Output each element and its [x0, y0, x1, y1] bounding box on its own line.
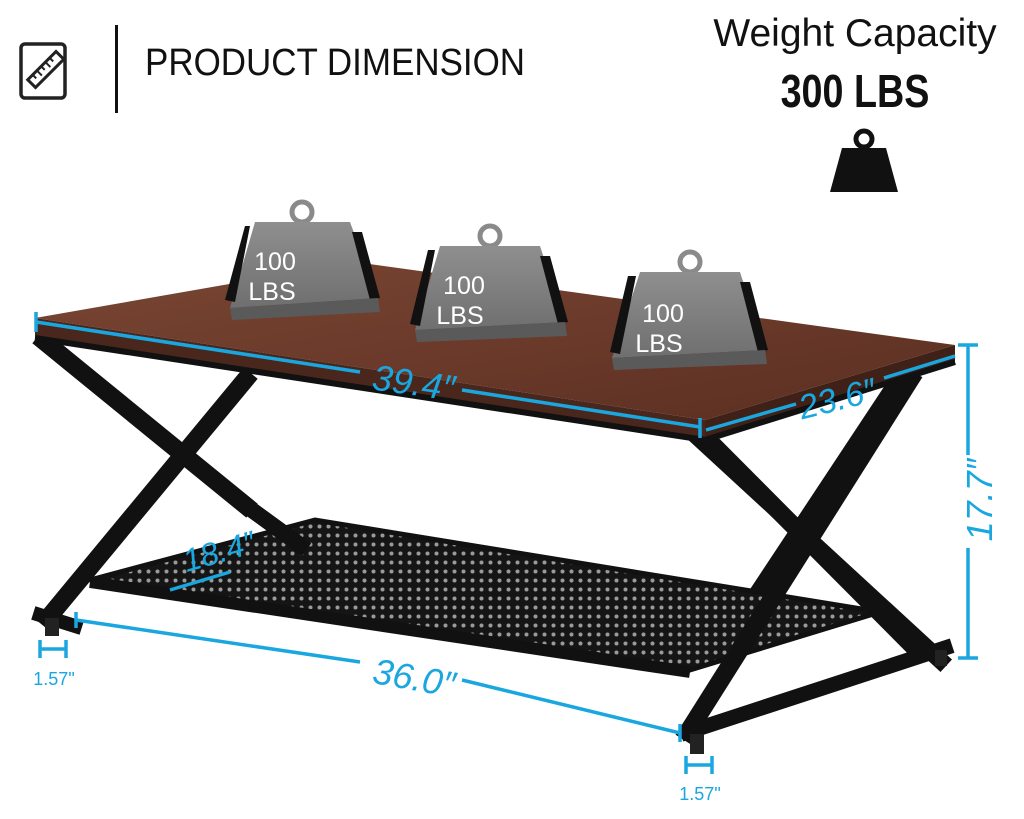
- weight-3: 100 LBS: [610, 249, 768, 370]
- weight-2-unit: LBS: [436, 302, 483, 330]
- dimension-lines: [34, 312, 978, 774]
- weight-2-value: 100: [443, 272, 485, 300]
- dimension-leg-left: 1.57": [33, 669, 74, 689]
- frame-front-right: [675, 367, 955, 745]
- dimension-base-length: 36.0″: [370, 650, 460, 705]
- header-divider: [115, 25, 118, 113]
- weight-3-value: 100: [642, 300, 684, 328]
- capacity-label: Weight Capacity: [713, 12, 997, 55]
- capacity-value: 300 LBS: [780, 65, 930, 117]
- weight-1-value: 100: [254, 248, 296, 276]
- weight-1: 100 LBS: [225, 199, 380, 320]
- dimension-leg-right: 1.57": [679, 784, 720, 804]
- weight-1-unit: LBS: [248, 278, 295, 306]
- dimension-height: 17.7″: [959, 457, 1000, 541]
- weight-3-unit: LBS: [635, 330, 682, 358]
- weight-icon: [830, 128, 898, 192]
- ruler-pencil-icon: [19, 42, 67, 100]
- frame-front-left: [31, 329, 312, 635]
- weight-2: 100 LBS: [410, 223, 568, 342]
- page-title: PRODUCT DIMENSION: [145, 42, 526, 84]
